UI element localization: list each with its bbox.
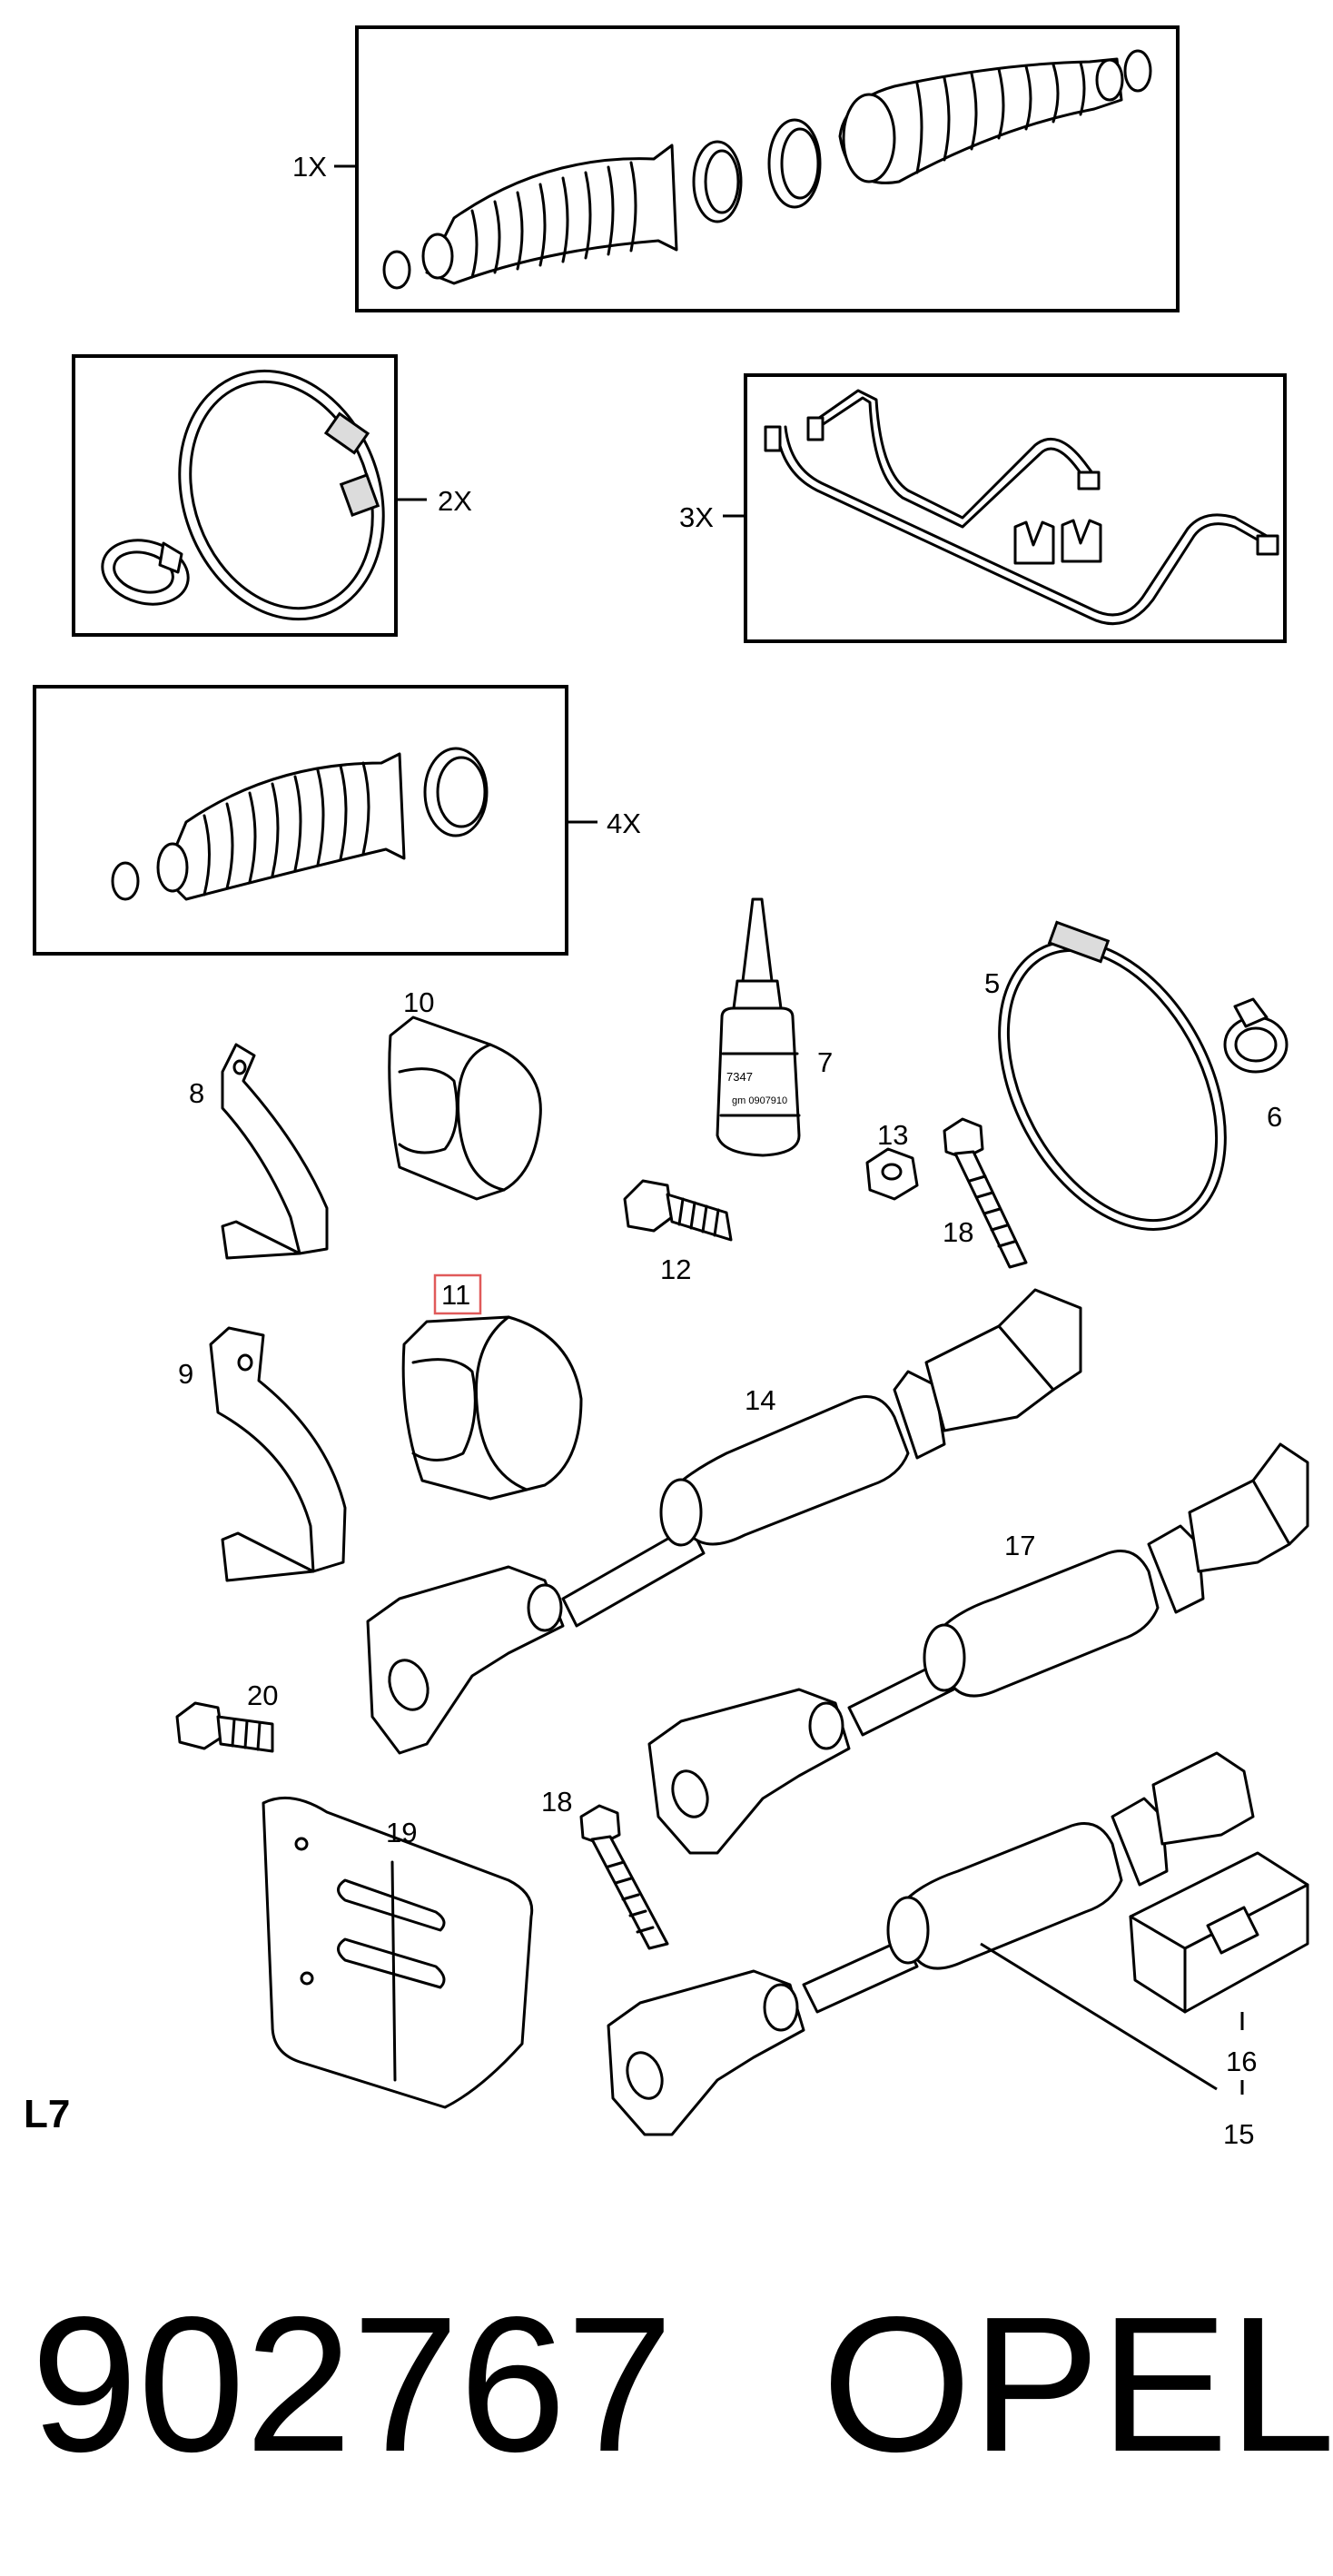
callout-10: 10 — [403, 986, 434, 1018]
callout-11: 11 — [441, 1279, 470, 1311]
part-18-bolt-bottom: 18 — [541, 1786, 669, 1950]
kit-2-label: 2X — [438, 485, 472, 517]
bottle-label-sub: gm 0907910 — [732, 1095, 787, 1106]
callout-16: 16 — [1226, 2046, 1257, 2077]
kit-1-box: 1X — [292, 25, 1180, 312]
callout-12: 12 — [660, 1253, 691, 1285]
kit-2-box: 2X — [72, 354, 472, 637]
part-16-coupling: 16 — [1129, 1851, 1309, 2095]
callout-14: 14 — [745, 1384, 775, 1416]
kit-3-box: 3X — [679, 373, 1287, 643]
kit-4-label: 4X — [607, 807, 641, 839]
callout-11-highlight — [433, 1273, 482, 1315]
kit-3-label: 3X — [679, 501, 714, 533]
kit-1-label: 1X — [292, 151, 327, 183]
callout-7: 7 — [817, 1046, 833, 1078]
callout-13: 13 — [877, 1119, 908, 1151]
part-20-bolt: 20 — [175, 1679, 278, 1753]
part-18-bolt-top: 18 — [943, 1117, 1028, 1269]
section-code: L7 — [24, 2092, 70, 2136]
part-5-clamp: 5 — [984, 920, 1227, 1231]
callout-15: 15 — [1223, 2118, 1254, 2150]
kit-4-box: 4X — [33, 685, 641, 956]
part-number: 902767 — [31, 2276, 673, 2492]
part-10-bushing: 10 — [388, 986, 542, 1201]
part-11-bushing: 11 — [401, 1273, 583, 1501]
callout-9: 9 — [178, 1358, 193, 1390]
part-17-shaft: 17 — [647, 1442, 1309, 1855]
callout-17: 17 — [1004, 1530, 1035, 1561]
part-6-clamp: 6 — [1223, 997, 1289, 1133]
callout-18-bottom: 18 — [541, 1786, 572, 1818]
part-19-heat-shield: 19 — [262, 1796, 534, 2109]
callout-8: 8 — [189, 1077, 204, 1109]
brand-name: OPEL — [822, 2276, 1333, 2492]
callout-20: 20 — [247, 1679, 278, 1711]
part-15-shaft: 15 — [607, 1751, 1255, 2150]
part-13-nut: 13 — [865, 1119, 919, 1201]
part-12-bolt: 12 — [623, 1179, 733, 1285]
part-9-bracket: 9 — [178, 1326, 347, 1582]
callout-5: 5 — [984, 967, 1000, 999]
part-7-adhesive-bottle: 7347 gm 0907910 7 — [716, 897, 833, 1157]
callout-18-top: 18 — [943, 1216, 973, 1248]
callout-19: 19 — [386, 1817, 417, 1848]
bottle-label-code: 7347 — [726, 1070, 753, 1084]
part-8-bracket: 8 — [189, 1043, 329, 1260]
callout-6: 6 — [1267, 1101, 1282, 1133]
part-14-shaft: 14 — [366, 1288, 1082, 1755]
